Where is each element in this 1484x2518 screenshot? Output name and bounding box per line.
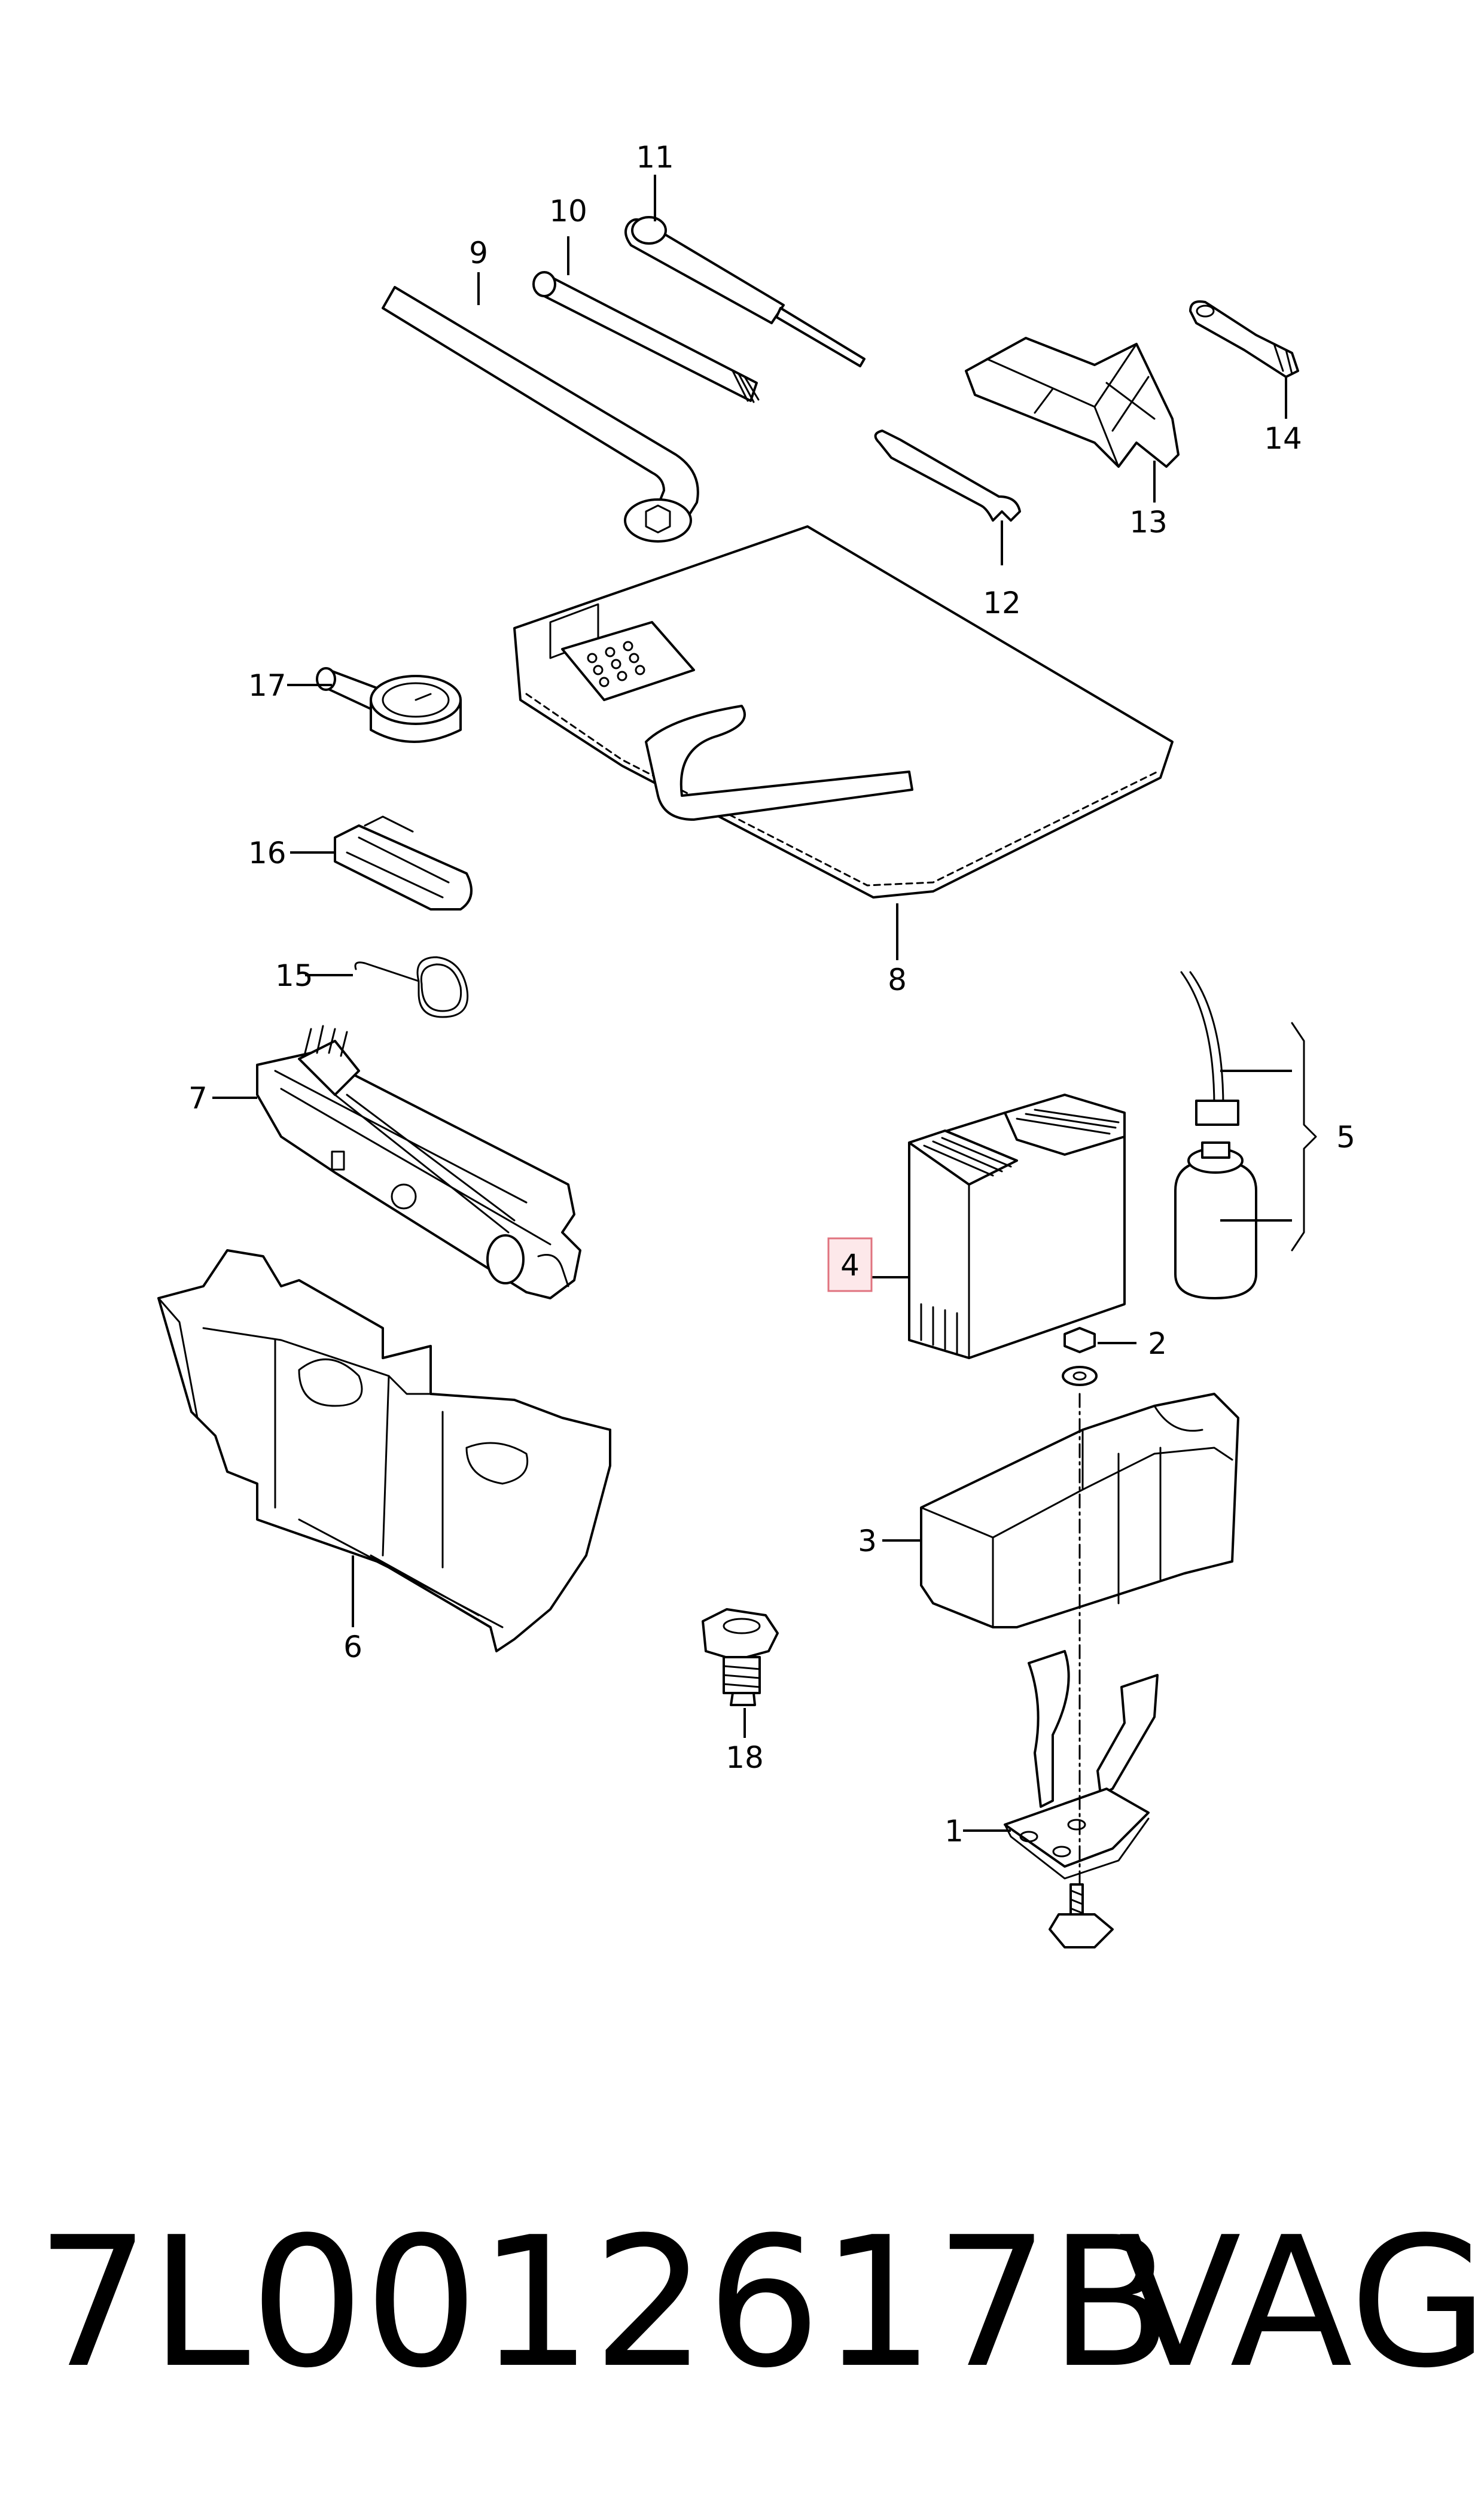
callout-labels: 11 10 9 12 13 14 17 16 15 7 8 6 4 5 2 3 … <box>188 140 1355 1849</box>
callout-17: 17 <box>248 668 287 703</box>
callout-11: 11 <box>636 140 674 175</box>
part-6-foam-insert <box>157 1249 611 1652</box>
part-1-bracket <box>1004 1650 1159 1948</box>
callout-9: 9 <box>469 236 488 270</box>
part-9-wheel-brace <box>382 286 699 543</box>
callout-14: 14 <box>1264 421 1302 456</box>
part-2-screw <box>1062 1327 1098 1386</box>
leader-lines <box>212 175 1287 1832</box>
callout-1: 1 <box>944 1814 964 1849</box>
callout-16: 16 <box>248 836 287 870</box>
callout-5: 5 <box>1336 1120 1355 1155</box>
part-8-tool-bag <box>513 525 1174 899</box>
part-12-spanner <box>874 430 1021 522</box>
part-13-wheel-chock <box>965 337 1180 468</box>
part-5-sealant-bottle <box>1174 971 1317 1299</box>
callout-10: 10 <box>549 194 587 229</box>
callout-4-highlight <box>827 1237 873 1292</box>
part-number-text: 7L0012617B <box>36 2199 1172 2407</box>
part-10-extension-bar <box>532 271 760 403</box>
callout-7: 7 <box>188 1081 208 1116</box>
part-11-screwdriver <box>624 216 866 367</box>
part-15-spring-clip <box>354 956 469 1018</box>
part-7-car-jack <box>256 1025 581 1299</box>
part-14-towing-eye <box>1189 300 1299 378</box>
callout-13: 13 <box>1129 505 1168 540</box>
part-17-pressure-gauge <box>316 667 462 743</box>
callout-4: 4 <box>840 1248 860 1283</box>
callout-2: 2 <box>1148 1326 1167 1361</box>
callout-6: 6 <box>343 1630 362 1664</box>
callout-15: 15 <box>275 958 313 993</box>
callout-12: 12 <box>983 586 1021 620</box>
brand-text: VAG <box>1119 2199 1484 2407</box>
callout-3: 3 <box>858 1524 877 1558</box>
callout-18: 18 <box>726 1740 764 1775</box>
part-16-clamp <box>334 815 473 911</box>
part-4-box <box>908 1094 1126 1359</box>
part-3-tray <box>920 1393 1239 1628</box>
callout-8: 8 <box>888 963 907 997</box>
part-18-knob <box>702 1608 779 1706</box>
